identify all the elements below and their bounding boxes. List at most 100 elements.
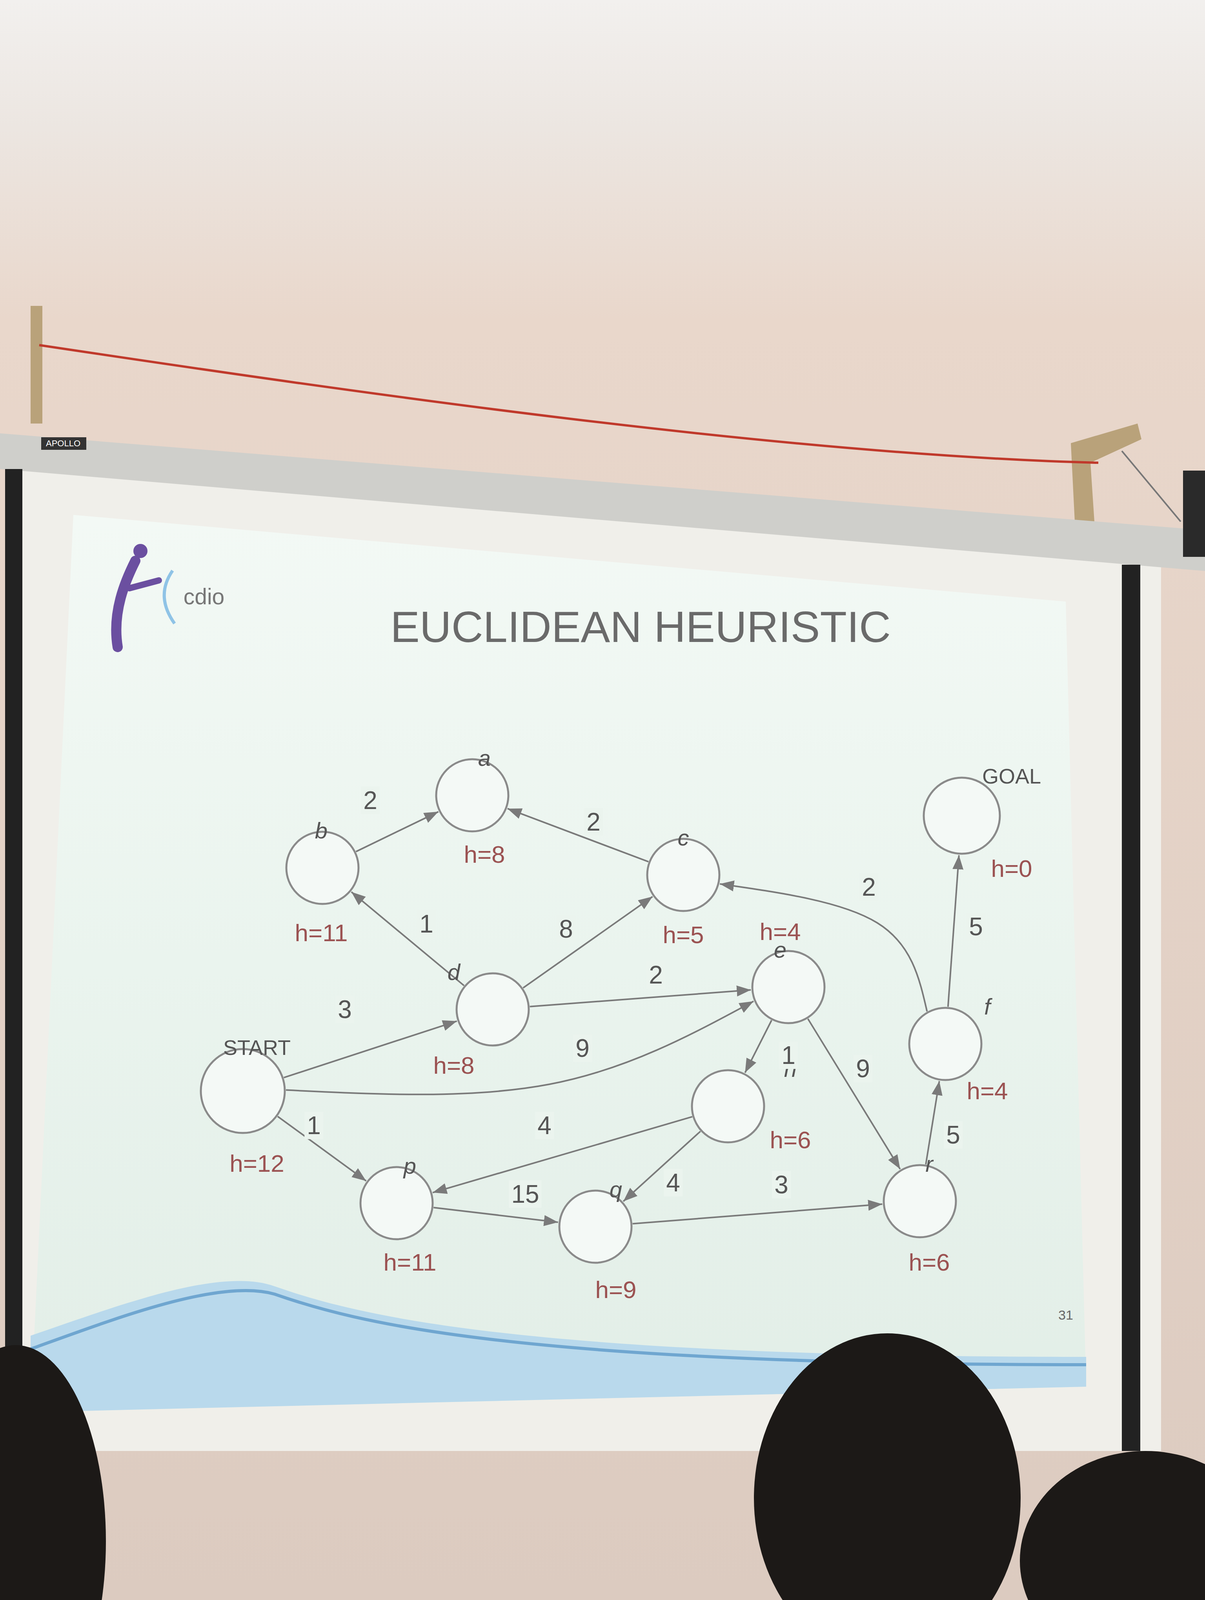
node-name: d [447,959,461,985]
node-outline [923,777,1000,854]
edge-cost: 3 [335,995,355,1024]
wire [1121,451,1181,522]
edge-cost: 2 [646,961,666,989]
heuristic-value: h=9 [595,1276,637,1304]
node-outline [691,1070,765,1143]
node-name: GOAL [982,764,1042,789]
brand-plate [41,437,87,450]
node-circle [359,1166,434,1241]
node-circle [199,1048,286,1135]
edge-cost: 4 [535,1112,554,1140]
logo-arc [164,570,175,624]
node-name: q [609,1177,623,1203]
graph-edge [632,1204,883,1225]
heuristic-value: h=0 [990,855,1033,883]
node-name: r [925,1151,933,1177]
node-circle [435,758,510,833]
slide-title: EUCLIDEAN HEURISTIC [390,602,891,652]
node-outline [883,1165,956,1238]
logo-mark [129,580,159,589]
search-node: fh=4 [908,1006,983,1082]
search-node: STARTh=12 [199,1048,286,1135]
node-circle [882,1164,958,1239]
search-node: hh=6 [690,1069,766,1144]
heuristic-value: h=11 [383,1249,437,1276]
node-name: f [984,994,991,1020]
audience-head [753,1333,1021,1600]
graph-edge [529,990,752,1007]
edge-cost: 2 [859,873,879,902]
logo-mark [116,560,136,648]
node-name: START [223,1036,291,1060]
hook-post [30,305,43,424]
audience-head [1019,1451,1205,1600]
graph-edge [356,811,439,852]
screen-edge [1121,564,1141,1452]
graph-edge [523,896,653,989]
search-node: ch=5 [646,837,721,913]
search-node: GOALh=0 [922,776,1002,856]
edge-cost: 3 [771,1171,791,1199]
node-name: p [403,1153,417,1179]
graph-edge [948,855,960,1008]
hook-bracket [1070,423,1142,522]
wire [39,345,1099,463]
graph-edge [623,1131,701,1202]
edge-cost: 5 [966,913,986,941]
graph-edge [351,891,465,986]
heuristic-value: h=8 [433,1052,475,1080]
edge-cost: 5 [943,1121,963,1149]
node-outline [360,1167,433,1240]
heuristic-value: h=8 [463,841,505,869]
node-outline [909,1008,982,1081]
search-node: ph=11 [359,1166,434,1241]
node-outline [456,973,529,1046]
logo-text: cdio [183,584,225,610]
edge-cost: 8 [556,915,576,943]
search-node: dh=8 [455,972,530,1047]
search-node: bh=11 [285,830,360,906]
node-circle [908,1006,983,1082]
edge-cost: 1 [304,1112,324,1140]
screen-edge [5,469,23,1452]
edge-cost: 2 [360,786,380,815]
search-node: rh=6 [882,1164,958,1239]
heuristic-value: h=6 [908,1249,950,1276]
pole [1183,470,1205,557]
projector-screen [20,469,1162,1452]
node-circle [922,776,1002,856]
search-node: ah=8 [435,758,510,833]
node-circle [455,972,530,1047]
slide-number: 31 [1058,1308,1074,1323]
graph-edge [432,1117,693,1193]
node-name: c [677,825,690,851]
heuristic-value: h=12 [229,1150,285,1178]
graph-edge [808,1019,901,1170]
search-node: eh=4 [751,950,826,1025]
edge-cost: 9 [853,1055,873,1083]
node-name: b [314,818,328,844]
node-circle [690,1069,766,1144]
edge-cost: 15 [508,1180,542,1209]
graph-edge [507,808,649,863]
node-circle [751,950,826,1025]
slide [30,515,1087,1413]
heuristic-value: h=5 [662,921,704,949]
search-node: qh=9 [558,1189,633,1265]
node-outline [200,1049,285,1134]
edge-cost: 4 [663,1169,683,1197]
brand-label: APOLLO [45,438,81,449]
edge-cost: 1 [779,1041,798,1070]
heuristic-value: h=6 [769,1126,811,1154]
node-outline [752,951,825,1024]
audience-head [0,1345,106,1600]
node-name: a [478,745,491,771]
graph-edge [433,1207,558,1223]
edge-cost: 1 [416,910,436,938]
edge-cost: 2 [584,808,603,836]
graph-edge [744,1020,772,1074]
